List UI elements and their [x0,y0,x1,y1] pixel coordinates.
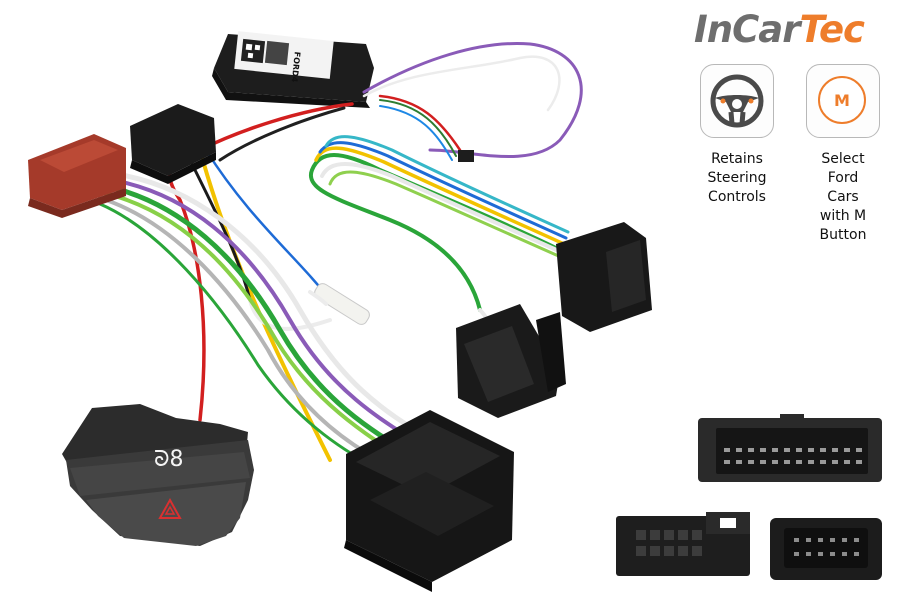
connector-face-large [698,414,882,482]
brand-logo: InCarTec [694,8,894,58]
m-button-icon: M [818,76,866,124]
hazard-symbol-text: ᘐ8 [154,447,184,472]
feature-steering-badge [700,64,774,138]
small-black-connector [130,104,216,184]
feature-steering-line-1: Retains [711,151,763,167]
feature-m-button-line-4: with M [819,208,867,224]
brand-logo-part1: InCar [694,8,800,51]
feature-steering-line-2: Steering [707,170,767,186]
main-vehicle-connector [344,410,514,592]
feature-steering-caption: Retains Steering Controls [682,150,792,207]
connector-face-small-left [616,512,750,576]
ford-quadlock-connector [556,222,652,332]
feature-m-button-line-5: Button [819,227,867,243]
feature-m-button-caption: Select Ford Cars with M Button [788,150,898,245]
feature-m-button-line-3: Cars [827,189,859,205]
iso-connector [28,134,126,218]
connector-face-small-right [770,518,882,580]
hazard-triangle-icon [158,497,182,519]
interface-module: FORD4 [212,31,374,108]
hazard-m-button: ᘐ8 [62,404,254,546]
ford-module-connector [456,304,566,418]
module-label: FORD4 [290,51,302,83]
feature-steering-line-3: Controls [708,189,766,205]
feature-m-button-badge: M [806,64,880,138]
feature-m-button-line-2: Ford [827,170,859,186]
steering-wheel-icon [710,74,764,128]
feature-m-button-line-1: Select [821,151,865,167]
brand-logo-part2: Tec [799,8,864,51]
